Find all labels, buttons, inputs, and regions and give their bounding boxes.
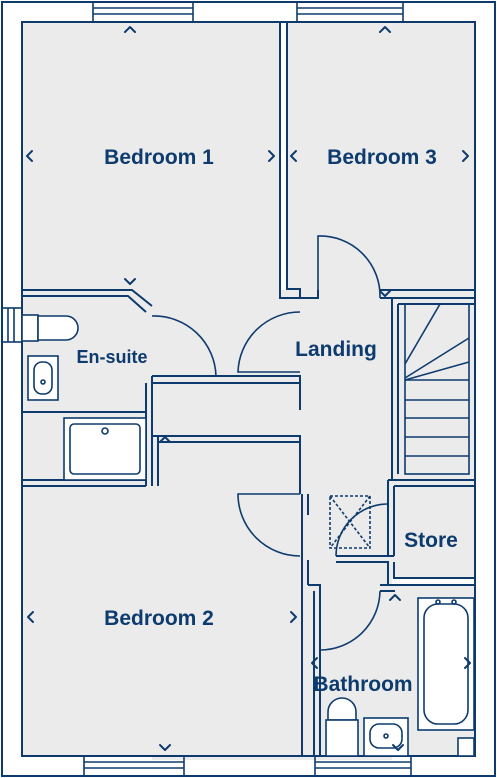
dimension-arrows [26, 26, 471, 751]
windows [1, 1, 412, 777]
arrow-down-icon [379, 290, 391, 297]
window-bedroom-2 [83, 755, 185, 777]
bath [417, 597, 475, 731]
door-bedroom-2 [237, 493, 301, 557]
arrow-up-icon [379, 26, 391, 33]
arrow-right-icon [464, 657, 471, 669]
arrow-up-icon [124, 26, 136, 33]
arrow-left-icon [290, 150, 297, 162]
door-ensuite [151, 315, 217, 377]
label-bedroom-1: Bedroom 1 [104, 146, 214, 169]
arrow-right-icon [290, 611, 297, 623]
ensuite-toilet [21, 314, 79, 342]
arrow-down-icon [392, 744, 404, 751]
label-ensuite: En-suite [76, 347, 147, 367]
ensuite-shower [63, 417, 147, 481]
label-store: Store [404, 529, 458, 552]
window-bedroom-1 [92, 1, 194, 23]
label-bedroom-3: Bedroom 3 [327, 146, 437, 169]
label-bedroom-2: Bedroom 2 [104, 607, 214, 630]
arrow-up-icon [159, 436, 171, 443]
window-bedroom-3 [296, 1, 404, 23]
door-bedroom-3 [317, 235, 381, 299]
ensuite-basin [27, 355, 59, 401]
arrow-down-icon [159, 744, 171, 751]
room-labels: Bedroom 1 Bedroom 3 En-suite Landing Sto… [76, 146, 457, 696]
label-bathroom: Bathroom [313, 673, 412, 696]
arrow-up-icon [389, 594, 401, 601]
arrow-left-icon [311, 657, 318, 669]
bathroom-toilet [325, 697, 359, 757]
doors [151, 235, 389, 651]
arrow-down-icon [124, 278, 136, 285]
door-store [335, 503, 389, 557]
floor-fill [22, 22, 475, 760]
stairs [404, 303, 470, 475]
fixtures [21, 314, 475, 757]
label-landing: Landing [295, 338, 377, 361]
arrow-right-icon [268, 150, 275, 162]
bathroom-cabinet [457, 737, 475, 757]
loft-hatch [329, 495, 371, 549]
bathroom-basin [363, 717, 409, 757]
door-landing-ensuite [237, 311, 301, 373]
window-ensuite [1, 307, 23, 343]
window-bathroom [314, 755, 412, 777]
arrow-right-icon [462, 150, 469, 162]
door-bathroom [319, 590, 381, 651]
arrow-left-icon [26, 150, 33, 162]
arrow-left-icon [27, 611, 34, 623]
